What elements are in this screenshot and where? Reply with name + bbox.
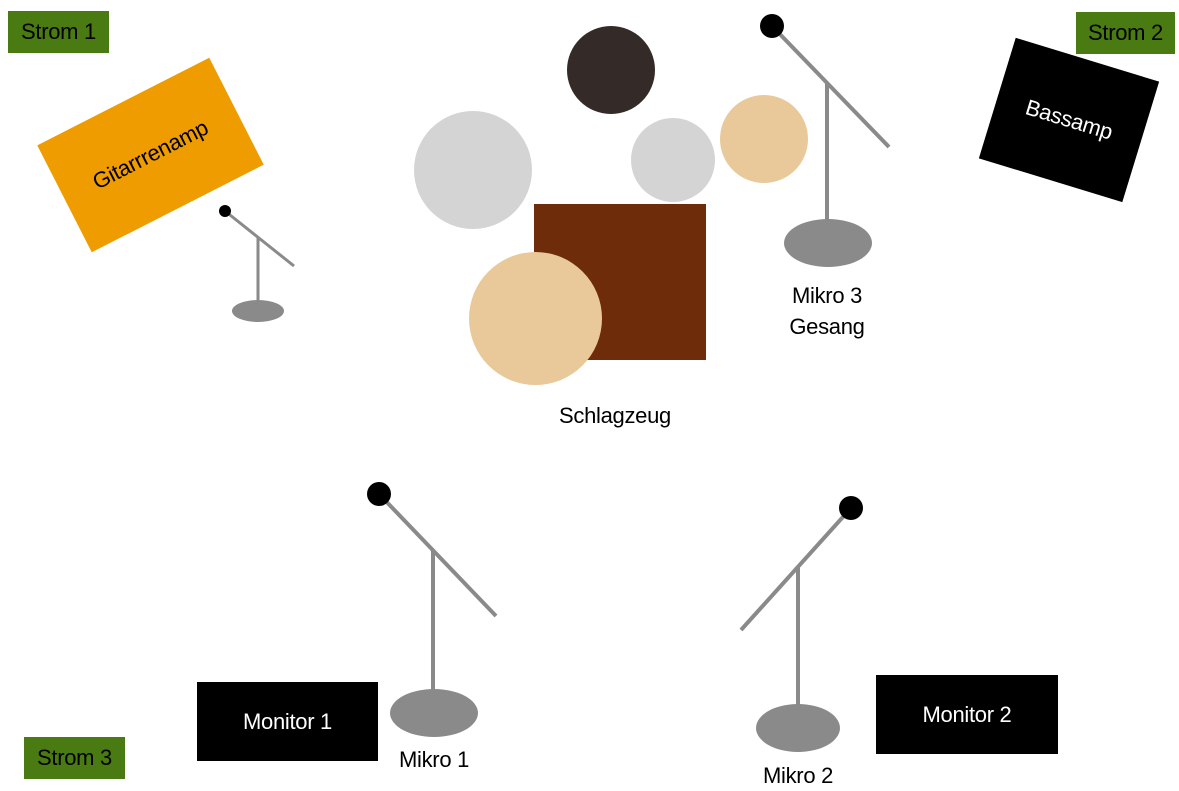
power-outlet-2: Strom 2 bbox=[1076, 12, 1175, 54]
drum-kit-label: Schlagzeug bbox=[559, 403, 671, 428]
drum-tom-dark bbox=[567, 26, 655, 114]
mic2-head-icon bbox=[839, 496, 863, 520]
mic3-label-line1: Mikro 3 bbox=[791, 283, 863, 308]
monitor-2-label: Monitor 2 bbox=[922, 701, 1012, 727]
mic3-stand bbox=[760, 14, 891, 267]
mic3-base bbox=[784, 219, 872, 267]
mic2-stand bbox=[739, 496, 863, 752]
mic1-stand bbox=[367, 482, 498, 737]
power-outlet-2-label: Strom 2 bbox=[1088, 20, 1163, 45]
drum-cymbal-right bbox=[631, 118, 715, 202]
mic1-head-icon bbox=[367, 482, 391, 506]
drum-bass-drum bbox=[469, 252, 602, 385]
guitar-mic-head-icon bbox=[219, 205, 231, 217]
power-outlet-3-label: Strom 3 bbox=[37, 745, 112, 770]
drum-cymbal-left bbox=[414, 111, 532, 229]
power-outlet-3: Strom 3 bbox=[24, 737, 125, 779]
mic1-label: Mikro 1 bbox=[398, 747, 470, 772]
monitor-1-label: Monitor 1 bbox=[242, 708, 332, 734]
mic3-label: Mikro 3 Gesang bbox=[760, 280, 894, 342]
guitar-mic-base bbox=[232, 300, 284, 322]
power-outlet-1-label: Strom 1 bbox=[21, 19, 96, 44]
mic2-base bbox=[756, 704, 840, 752]
mic3-head-icon bbox=[760, 14, 784, 38]
mic3-label-line2: Gesang bbox=[789, 314, 865, 339]
drum-tom-light bbox=[720, 95, 808, 183]
mic2-label: Mikro 2 bbox=[762, 763, 834, 788]
mic1-base bbox=[390, 689, 478, 737]
power-outlet-1: Strom 1 bbox=[8, 11, 109, 53]
guitar-mic-stand bbox=[219, 205, 295, 322]
monitor-1: Monitor 1 bbox=[197, 682, 378, 761]
monitor-2: Monitor 2 bbox=[876, 675, 1058, 754]
